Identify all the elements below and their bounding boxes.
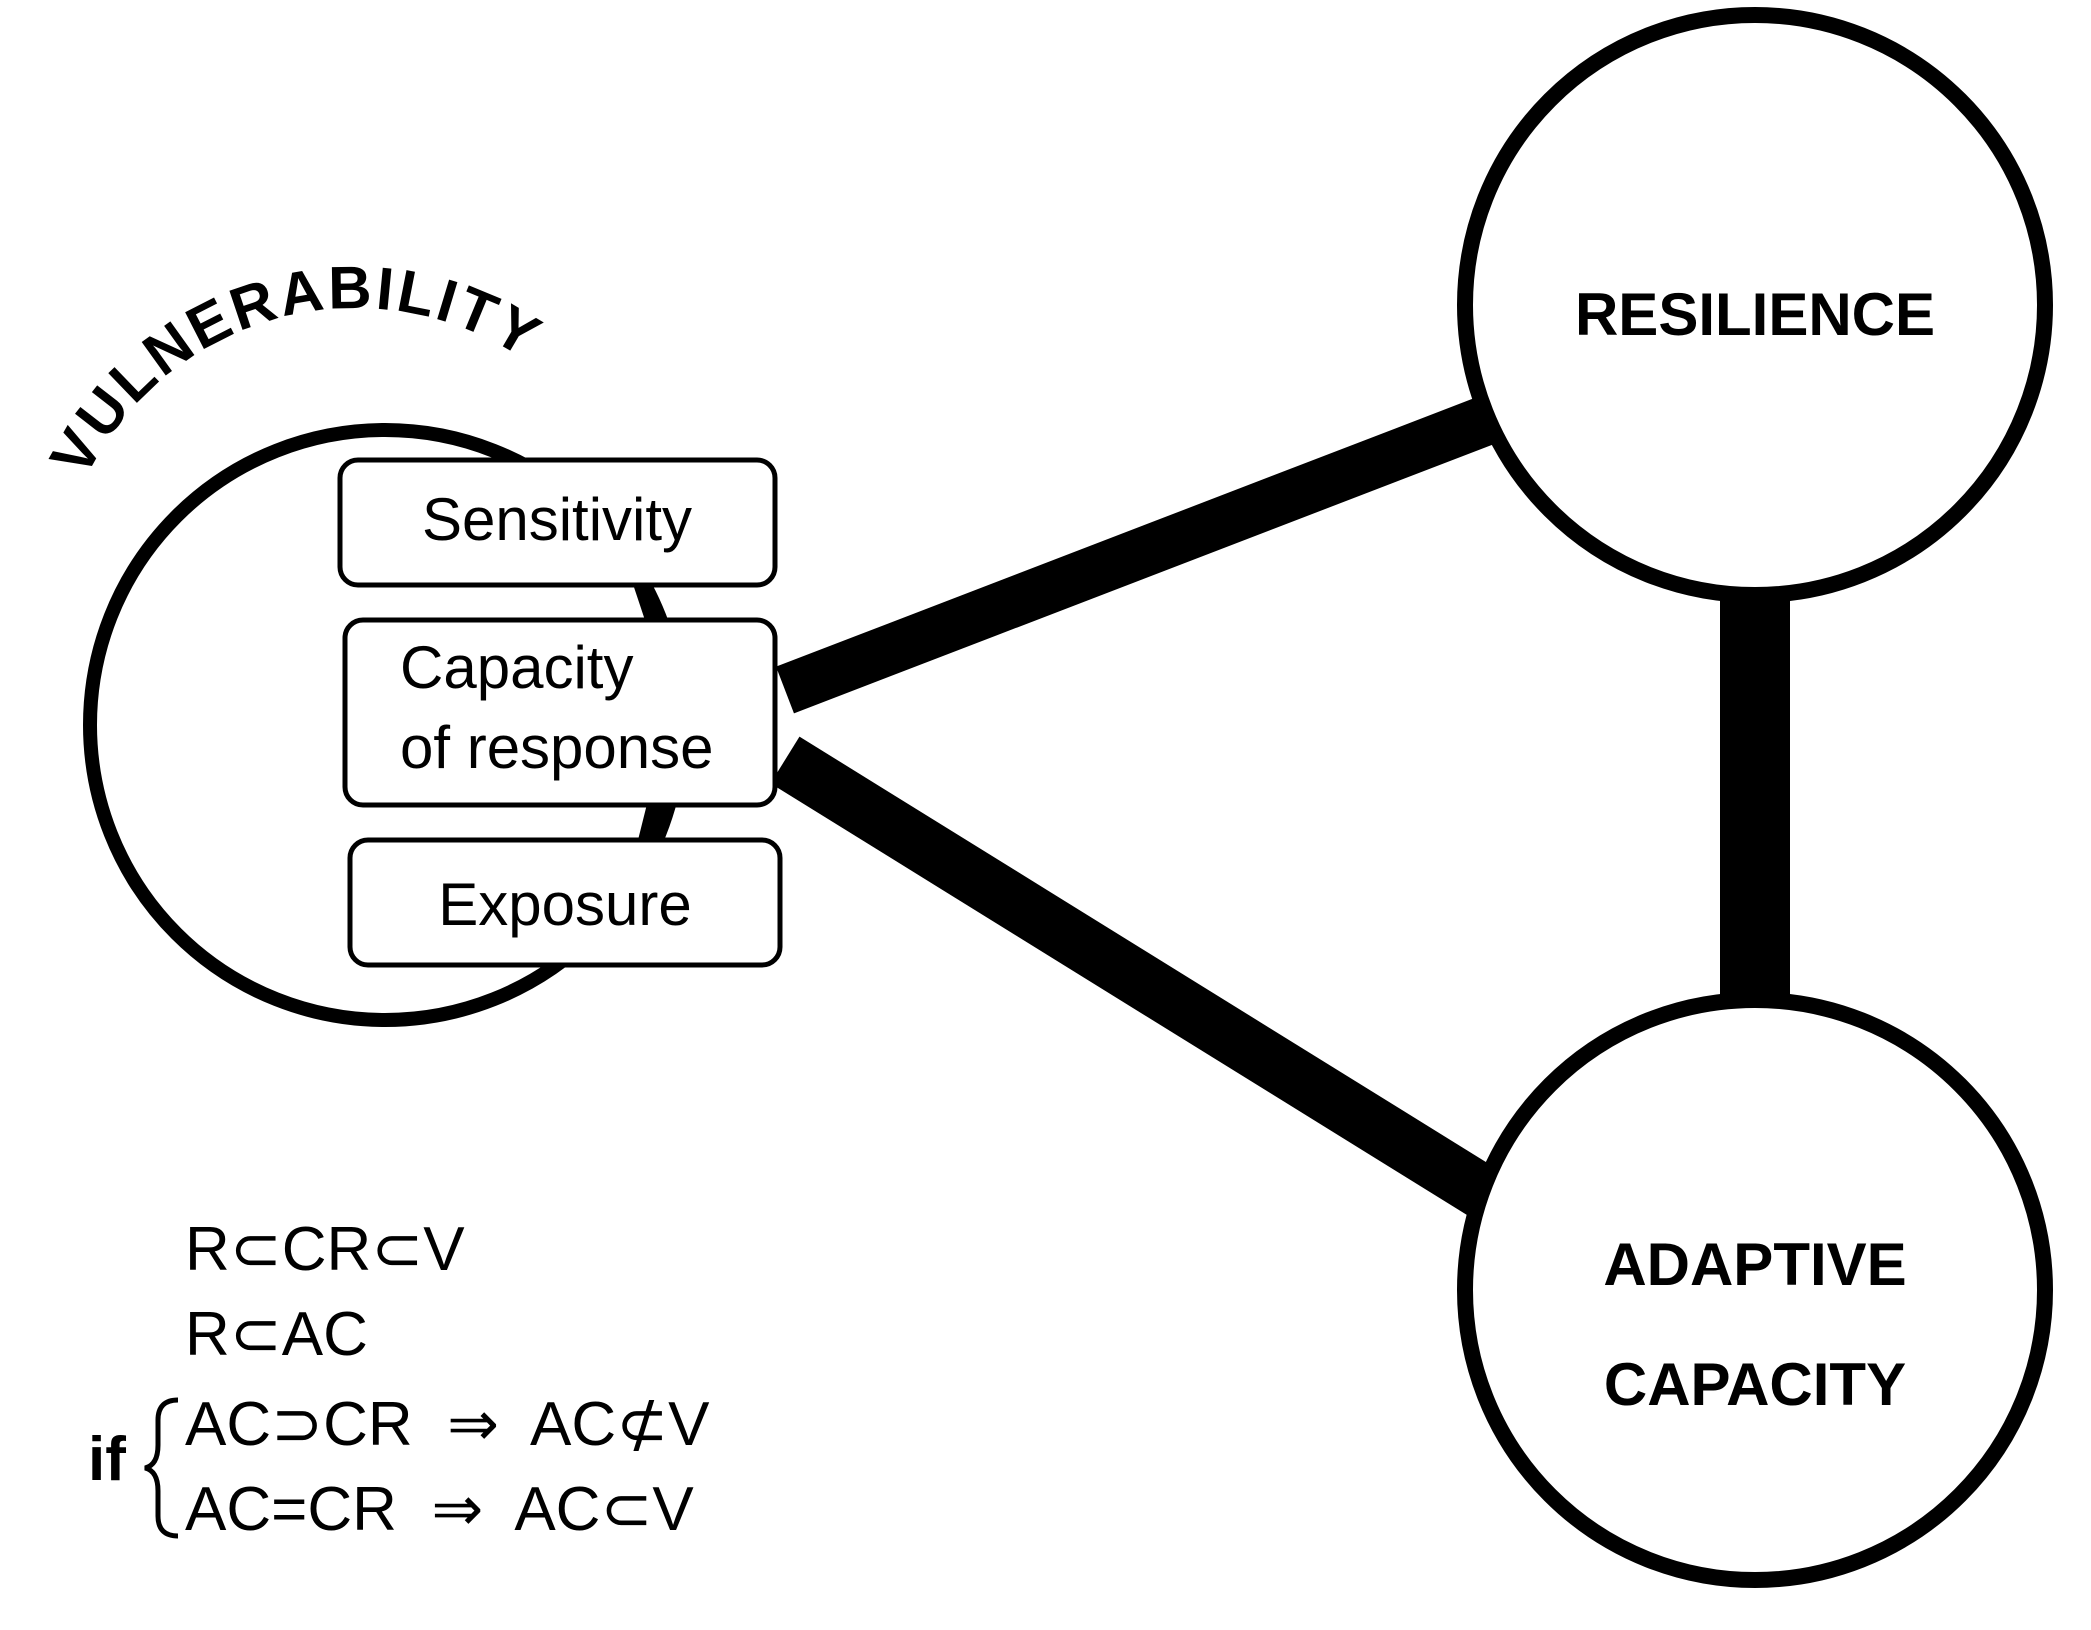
sensitivity-label: Sensitivity <box>422 486 692 553</box>
adaptive-capacity-label-line1: ADAPTIVE <box>1603 1231 1906 1298</box>
relation-if-label: if <box>88 1425 126 1494</box>
adaptive-capacity-node: ADAPTIVE CAPACITY <box>1457 992 2053 1588</box>
sensitivity-box: Sensitivity <box>337 457 778 588</box>
relation-line2: R⊂AC <box>185 1300 368 1369</box>
relation-case2: AC=CR ⇒ AC⊂V <box>185 1475 694 1544</box>
relation-line1: R⊂CR⊂V <box>185 1215 465 1284</box>
resilience-node: RESILIENCE <box>1457 7 2053 603</box>
relations-block: R⊂CR⊂V R⊂AC if AC⊃CR ⇒ AC⊄V AC=CR ⇒ AC⊂V <box>88 1215 710 1544</box>
resilience-circle <box>1457 7 2053 603</box>
exposure-box: Exposure <box>347 837 783 968</box>
relation-case1: AC⊃CR ⇒ AC⊄V <box>185 1390 710 1459</box>
link-vulnerability-adaptive-capacity <box>770 736 1510 1224</box>
relation-brace <box>144 1397 179 1539</box>
capacity-of-response-box: Capacity of response <box>342 617 778 808</box>
adaptive-capacity-label-line2: CAPACITY <box>1604 1351 1906 1418</box>
capacity-label-line1: Capacity <box>400 634 633 701</box>
capacity-label-line2: of response <box>400 714 714 781</box>
resilience-label: RESILIENCE <box>1575 281 1935 348</box>
link-vulnerability-resilience <box>776 391 1509 714</box>
adaptive-capacity-circle <box>1457 992 2053 1588</box>
exposure-label: Exposure <box>438 871 691 938</box>
